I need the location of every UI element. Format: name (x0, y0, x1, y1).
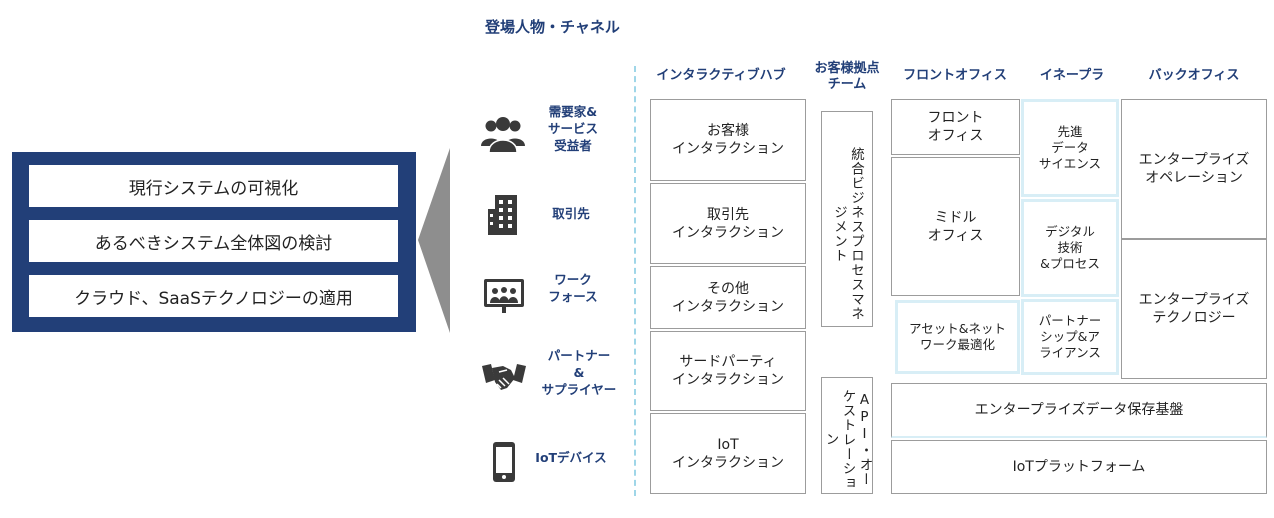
actor-partners-suppliers-label: パートナー & サプライヤー (541, 348, 617, 397)
iot-interaction-box: IoT インタラクション (650, 413, 806, 494)
bpm-box: 統合ビジネスプロセスマネジメント (821, 111, 873, 327)
divider-dashed (634, 66, 636, 496)
enterprise-technology-box: エンタープライズ テクノロジー (1121, 239, 1267, 379)
asset-network-optimization-box: アセット&ネット ワーク最適化 (895, 300, 1020, 374)
digital-tech-process-box: デジタル 技術 &プロセス (1021, 199, 1119, 297)
actor-business-partners-label: 取引先 (552, 206, 590, 221)
arrow-left-icon (418, 148, 450, 333)
enterprise-data-platform-box: エンタープライズデータ保存基盤 (891, 383, 1267, 438)
partnership-alliance-box: パートナー シップ&ア ライアンス (1021, 299, 1119, 375)
enterprise-operations-box: エンタープライズ オペレーション (1121, 99, 1267, 239)
advanced-data-science-box: 先進 データ サイエンス (1021, 99, 1119, 197)
iot-platform-box: IoTプラットフォーム (891, 440, 1267, 494)
column-header-back-office: バックオフィス (1148, 68, 1240, 83)
smartphone-icon (493, 442, 515, 482)
actor-customers-label: 需要家& サービス 受益者 (547, 104, 598, 153)
customer-interaction-box: お客様 インタラクション (650, 99, 806, 181)
presentation-icon (484, 279, 524, 313)
building-icon (488, 195, 517, 235)
current-system-panel: 現行システムの可視化 あるべきシステム全体図の検討 クラウド、SaaSテクノロジ… (12, 152, 416, 332)
third-party-interaction-box: サードパーティ インタラクション (650, 331, 806, 411)
page-title: 登場人物・チャネル (485, 18, 620, 36)
actor-iot-devices-label: IoTデバイス (535, 450, 607, 465)
middle-office-box: ミドル オフィス (891, 157, 1020, 296)
target-architecture-button[interactable]: あるべきシステム全体図の検討 (29, 220, 398, 262)
column-header-front-office: フロントオフィス (903, 68, 1007, 83)
column-header-customer-team: お客様拠点 チーム (814, 61, 880, 92)
column-header-interactive-hub: インタラクティブハブ (656, 68, 786, 83)
handshake-icon (482, 364, 526, 390)
front-office-box: フロント オフィス (891, 99, 1020, 155)
actor-workforce-label: ワーク フォース (548, 272, 598, 304)
cloud-saas-button[interactable]: クラウド、SaaSテクノロジーの適用 (29, 275, 398, 317)
column-header-enablers: イネープラ (1039, 68, 1105, 83)
other-interaction-box: その他 インタラクション (650, 266, 806, 329)
people-group-icon (481, 117, 525, 153)
api-orchestration-label: API・オーケストレーション (822, 388, 873, 491)
bpm-label: 統合ビジネスプロセスマネジメント (831, 147, 864, 321)
partner-interaction-box: 取引先 インタラクション (650, 183, 806, 264)
visualize-current-system-button[interactable]: 現行システムの可視化 (29, 165, 398, 207)
api-orchestration-box: API・オーケストレーション (821, 377, 873, 494)
